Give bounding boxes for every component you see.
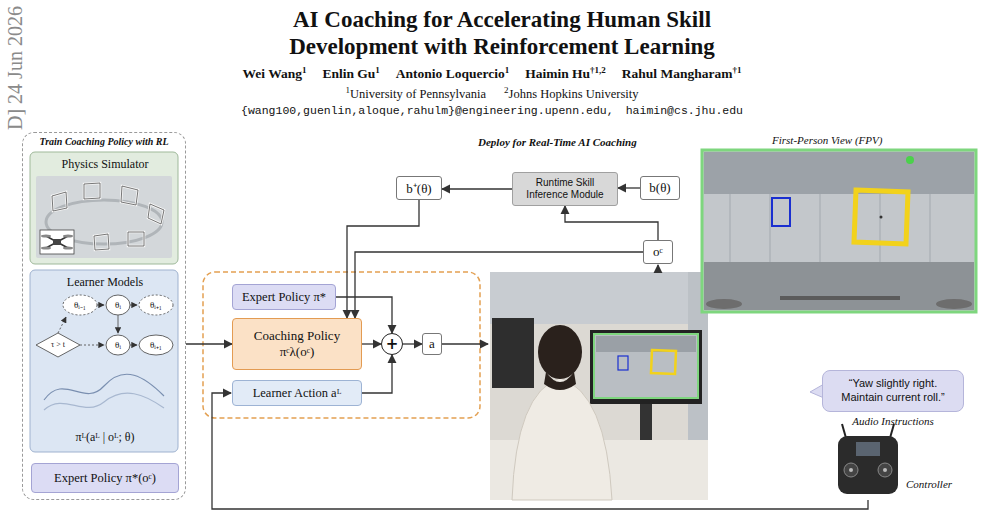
email: {wang100,guenlin,aloque,rahulm}@engineer…: [241, 104, 614, 117]
model-links: [58, 305, 137, 345]
training-group: Train Coaching Policy with RL Physics Sim…: [22, 132, 186, 500]
author-name: Enlin Gu: [322, 66, 375, 82]
controller-wire: [212, 393, 868, 509]
section-heading: Deploy for Real-Time AI Coaching: [478, 136, 637, 148]
connector: [442, 188, 512, 189]
speech-bubble: “Yaw slightly right. Maintain current ro…: [822, 370, 964, 412]
policy-label: Expert Policy π*: [242, 290, 326, 305]
superscript: 2: [504, 85, 509, 95]
action-label: Learner Action aᴸ: [253, 386, 342, 401]
trajectory-sketch: [44, 374, 164, 410]
expert-policy-box: Expert Policy π*: [232, 284, 336, 310]
text-line: Wei Wang1Enlin Gu1Antonio Loquercio1Haim…: [0, 66, 984, 82]
policy-label: Coaching Policy: [254, 328, 340, 344]
superscript: †1,2: [590, 65, 606, 75]
learner-action-box: Learner Action aᴸ: [232, 380, 362, 406]
group-heading: Train Coaching Policy with RL: [39, 136, 168, 147]
belief-box: b⁺(θ): [396, 176, 442, 200]
coaching-policy-box: Coaching Policyπᶜλ(oᶜ): [232, 318, 362, 370]
image-caption: First-Person View (FPV): [772, 134, 882, 146]
simulator-render: [36, 176, 172, 258]
connector: [565, 206, 658, 240]
superscript: 1: [505, 65, 510, 75]
belief-symbol: b(θ): [649, 180, 670, 196]
inference-module: Runtime Skill Inference Module: [512, 172, 618, 206]
simulator-panel: Physics Simulator: [31, 153, 179, 265]
user-photo: [490, 272, 708, 500]
panel-background: [30, 270, 178, 452]
connector: [355, 252, 643, 318]
superscript: 1: [346, 85, 351, 95]
module-label: Runtime Skill Inference Module: [517, 177, 613, 201]
connector: [347, 200, 419, 318]
observation-wire: [657, 265, 658, 272]
controller-icon: [838, 424, 898, 494]
connector: [362, 355, 392, 393]
variable-symbol: θᵢ: [115, 341, 121, 350]
fpv-view: [702, 150, 976, 312]
arxiv-stamp: D] 24 Jun 2026: [4, 6, 26, 130]
superscript: †1: [732, 65, 741, 75]
graphical-model: [36, 295, 173, 357]
connector: [186, 343, 232, 344]
coaching-group: [203, 272, 480, 418]
action-symbol: a: [429, 336, 435, 352]
connector: [403, 343, 422, 344]
paper-title: AI Coaching for Accelerating Human Skill…: [252, 6, 752, 60]
action-box: a: [422, 333, 442, 355]
observation-box: oᶜ: [643, 240, 673, 264]
image-caption: Controller: [906, 478, 952, 490]
policy-formula: πᶜλ(oᶜ): [280, 344, 315, 360]
learner-models-panel: Learner Models πᴸ(aᴸ | oᴸ; θ): [31, 271, 179, 453]
author-name: Antonio Loquercio: [396, 66, 505, 82]
affiliation: University of Pennsylvania: [350, 87, 486, 102]
variable-symbol: θᵢ₊₁: [150, 301, 162, 310]
panel-heading: Physics Simulator: [61, 157, 148, 172]
policy-formula: πᴸ(aᴸ | oᴸ; θ): [31, 430, 179, 445]
expert-policy-box: Expert Policy π*(oᶜ): [31, 463, 179, 493]
author-name: Wei Wang: [243, 66, 302, 82]
panel-background: [30, 152, 178, 264]
connector: [618, 187, 640, 188]
variable-symbol: θᵢ: [115, 301, 121, 310]
panel-heading: Learner Models: [67, 275, 143, 290]
connector: [362, 343, 381, 344]
variable-symbol: θᵢ₊₁: [150, 341, 162, 350]
sum-sign: +: [386, 337, 399, 352]
superscript: 1: [302, 65, 307, 75]
drone-inset: [40, 230, 74, 254]
belief-box: b(θ): [640, 176, 680, 200]
instruction-text: “Yaw slightly right. Maintain current ro…: [829, 377, 957, 405]
affiliation: Johns Hopkins University: [509, 87, 639, 102]
bubble-caption: Audio Instructions: [803, 415, 983, 429]
author-name: Haimin Hu: [525, 66, 590, 82]
variable-symbol: θᵢ₋₁: [74, 301, 86, 310]
text-line: 1University of Pennsylvania 2Johns Hopkin…: [0, 87, 984, 102]
condition-symbol: τ > t: [51, 341, 65, 349]
email: haimin@cs.jhu.edu: [626, 104, 743, 117]
policy-label: Expert Policy π*(oᶜ): [54, 471, 156, 486]
action-wire: [442, 343, 488, 344]
superscript: 1: [375, 65, 380, 75]
observation-symbol: oᶜ: [653, 244, 663, 260]
text-line: {wang100,guenlin,aloque,rahulm}@engineer…: [0, 104, 984, 117]
belief-symbol: b⁺(θ): [406, 179, 431, 197]
drone-icon: [41, 235, 73, 250]
sum-junction: +: [381, 333, 403, 355]
author-name: Rahul Mangharam: [622, 66, 733, 82]
